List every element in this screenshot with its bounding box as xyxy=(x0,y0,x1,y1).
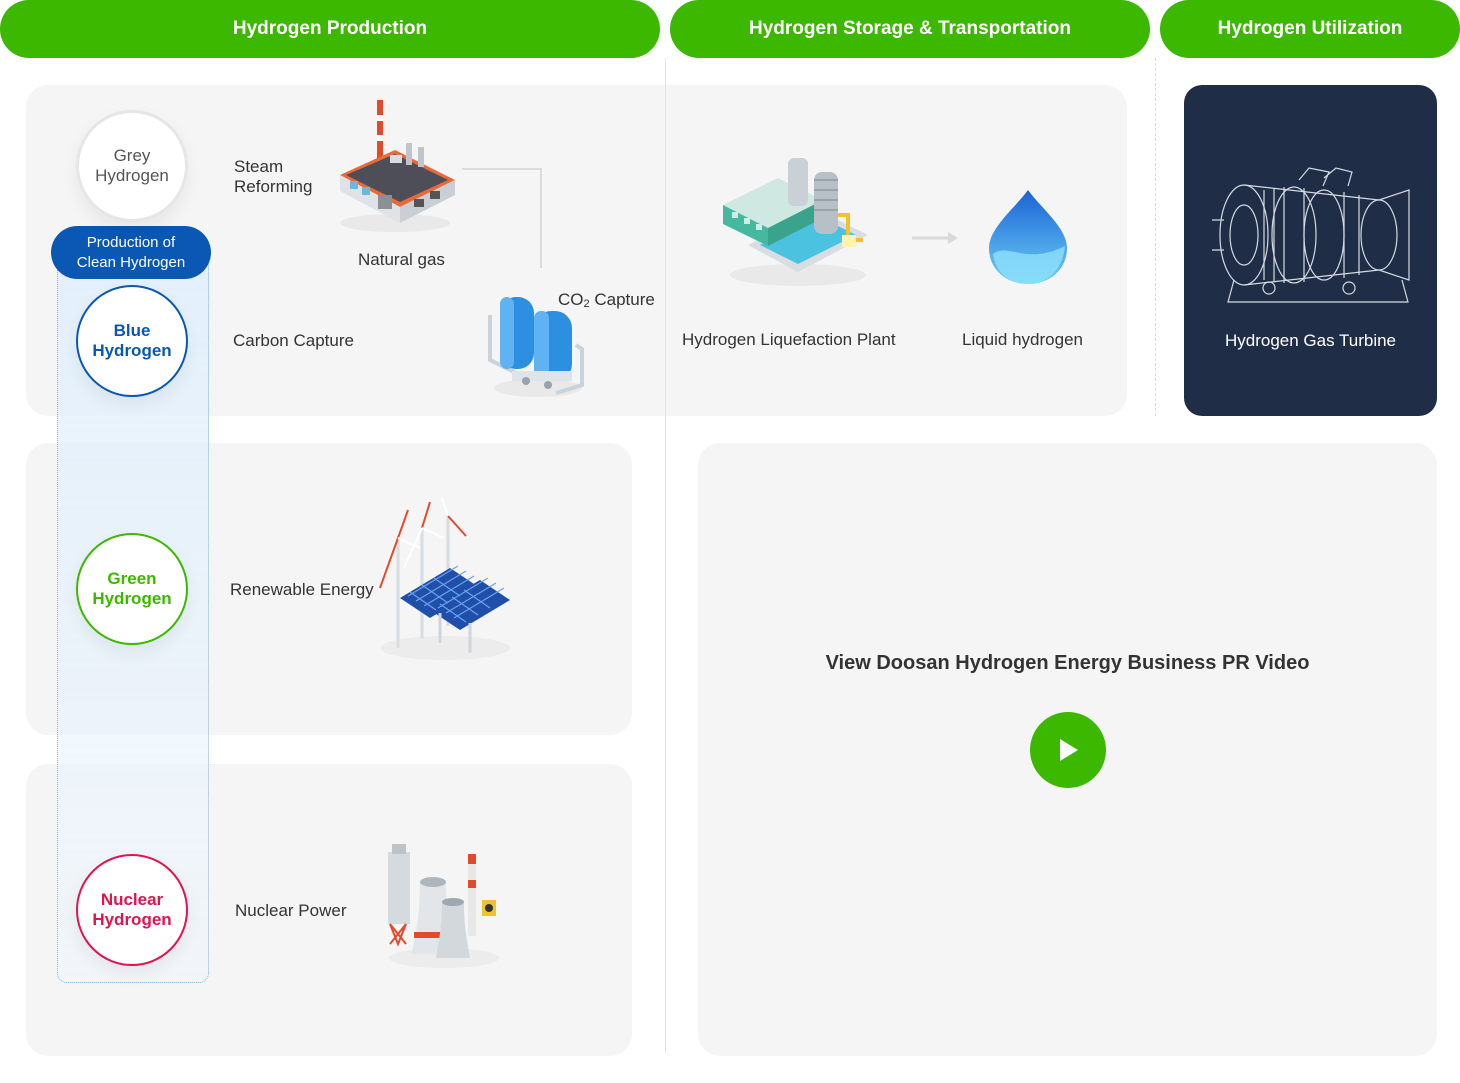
co2-capture-label: CO2 Capture xyxy=(558,290,655,314)
renewable-energy-label: Renewable Energy xyxy=(230,580,374,599)
video-title: View Doosan Hydrogen Energy Business PR … xyxy=(825,652,1310,674)
carbon-capture-label: Carbon Capture xyxy=(233,331,354,350)
column-divider xyxy=(1155,58,1156,416)
grey-hydrogen-circle: Grey Hydrogen xyxy=(76,110,188,222)
liquid-hydrogen-drop-icon xyxy=(989,190,1067,284)
steam-reforming-label: Steam Reforming xyxy=(234,157,313,196)
wind-solar-farm-icon xyxy=(379,498,510,660)
gas-turbine-label: Hydrogen Gas Turbine xyxy=(1224,331,1397,350)
green-hydrogen-circle: Green Hydrogen xyxy=(76,533,188,645)
process-connector-line xyxy=(462,168,542,268)
column-divider xyxy=(665,58,666,1053)
co2-prefix: CO xyxy=(558,290,584,309)
blue-hydrogen-circle: Blue Hydrogen xyxy=(76,285,188,397)
liquefaction-plant-label: Hydrogen Liquefaction Plant xyxy=(682,330,896,349)
header-hydrogen-production: Hydrogen Production xyxy=(0,0,660,58)
liquefaction-plant-icon xyxy=(723,158,868,286)
clean-hydrogen-badge: Production of Clean Hydrogen xyxy=(51,226,211,279)
play-video-button[interactable] xyxy=(1030,712,1106,788)
arrow-right-icon xyxy=(912,232,958,244)
nuclear-hydrogen-circle: Nuclear Hydrogen xyxy=(76,854,188,966)
steam-reforming-plant-icon xyxy=(340,100,455,232)
co2-subscript: 2 xyxy=(583,298,590,310)
co2-suffix: Capture xyxy=(589,290,655,309)
natural-gas-label: Natural gas xyxy=(358,250,445,269)
co2-capture-tanks-icon xyxy=(488,297,584,397)
header-hydrogen-utilization: Hydrogen Utilization xyxy=(1160,0,1460,58)
header-hydrogen-storage-transportation: Hydrogen Storage & Transportation xyxy=(670,0,1150,58)
nuclear-power-label: Nuclear Power xyxy=(235,901,347,920)
gas-turbine-icon xyxy=(1212,167,1410,303)
play-icon xyxy=(1060,739,1078,761)
nuclear-power-plant-icon xyxy=(388,844,499,968)
liquid-hydrogen-label: Liquid hydrogen xyxy=(962,330,1083,349)
